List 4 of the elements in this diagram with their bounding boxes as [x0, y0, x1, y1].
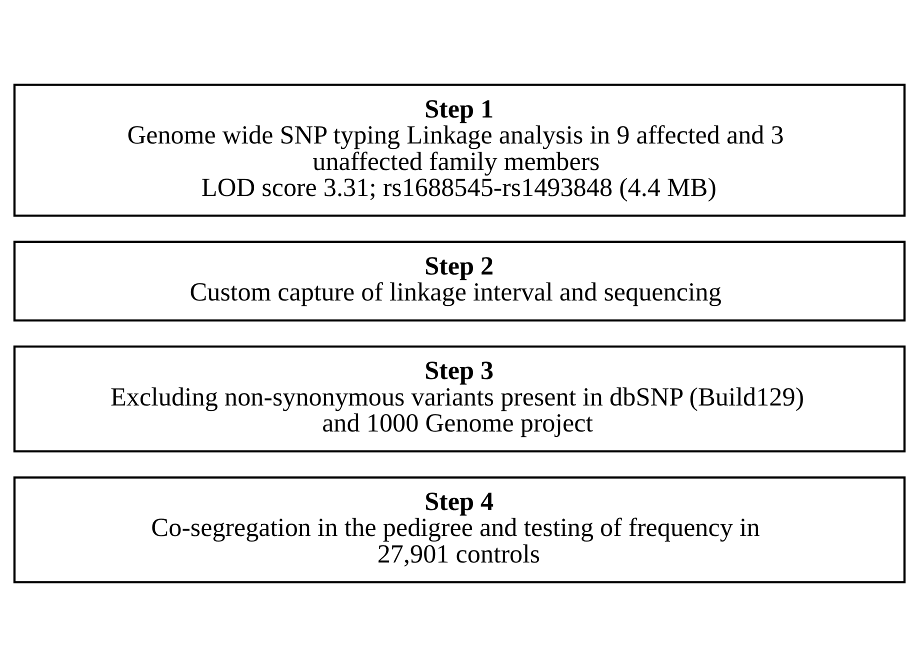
node-box: Step 2 Custom capture of linkage interval and sequencing [13, 240, 906, 321]
node-box: Step 1 Genome wide SNP typing Linkage analysis in 9 affected and 3 unaffected family members LOD score 3.31; rs1688545-rs1493848 (4.4 MB) [13, 83, 906, 216]
node-box: Step 4 Co-segregation in the pedigree and testing of frequency in 27,901 controls [13, 476, 906, 583]
node-box: Step 3 Excluding non-synonymous variants present in dbSNP (Build129) and 1000 Genome project [13, 345, 906, 452]
